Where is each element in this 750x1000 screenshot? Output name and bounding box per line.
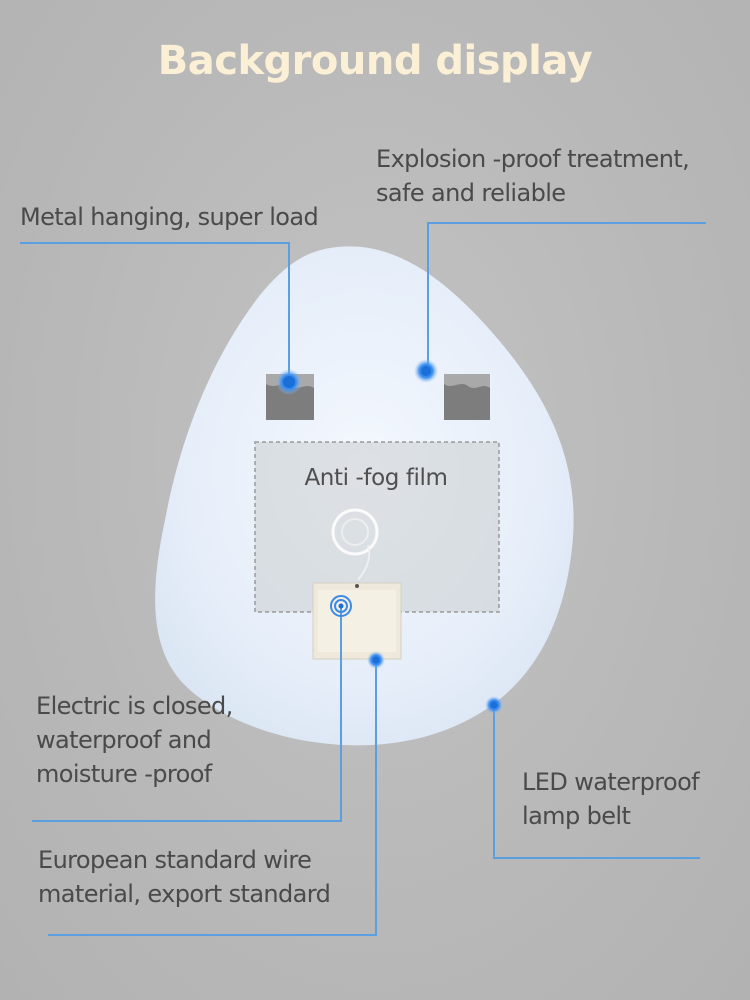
- european-wire-line-1: European standard wire: [38, 846, 312, 874]
- metal-hanging-label: Metal hanging, super load: [20, 203, 319, 231]
- electric-closed-line-3: moisture -proof: [36, 760, 212, 788]
- explosion-proof-line-1: Explosion -proof treatment,: [376, 145, 690, 173]
- page-title: Background display: [157, 38, 593, 84]
- dot-electric-closed: [330, 595, 352, 617]
- junction-box: [312, 582, 402, 660]
- dot-european-wire: [367, 651, 385, 669]
- explosion-proof-line-2: safe and reliable: [376, 179, 566, 207]
- metal-hanger-right: [444, 374, 490, 420]
- led-belt-line-1: LED waterproof: [522, 768, 700, 796]
- connector-icon: [331, 508, 379, 581]
- led-belt-line-2: lamp belt: [522, 802, 631, 830]
- dot-explosion-proof: [414, 359, 438, 383]
- european-wire-label: European standard wire material, export …: [38, 843, 331, 911]
- electric-closed-line-2: waterproof and: [36, 726, 212, 754]
- electric-closed-line-1: Electric is closed,: [36, 692, 233, 720]
- explosion-proof-label: Explosion -proof treatment, safe and rel…: [376, 142, 690, 210]
- european-wire-line-2: material, export standard: [38, 880, 331, 908]
- dot-metal-hanging: [276, 369, 302, 395]
- callout-lines: [20, 222, 706, 936]
- led-belt-label: LED waterproof lamp belt: [522, 765, 700, 833]
- anti-fog-label: Anti -fog film: [304, 465, 448, 491]
- dot-led-belt: [485, 696, 503, 714]
- electric-closed-label: Electric is closed, waterproof and moist…: [36, 689, 233, 791]
